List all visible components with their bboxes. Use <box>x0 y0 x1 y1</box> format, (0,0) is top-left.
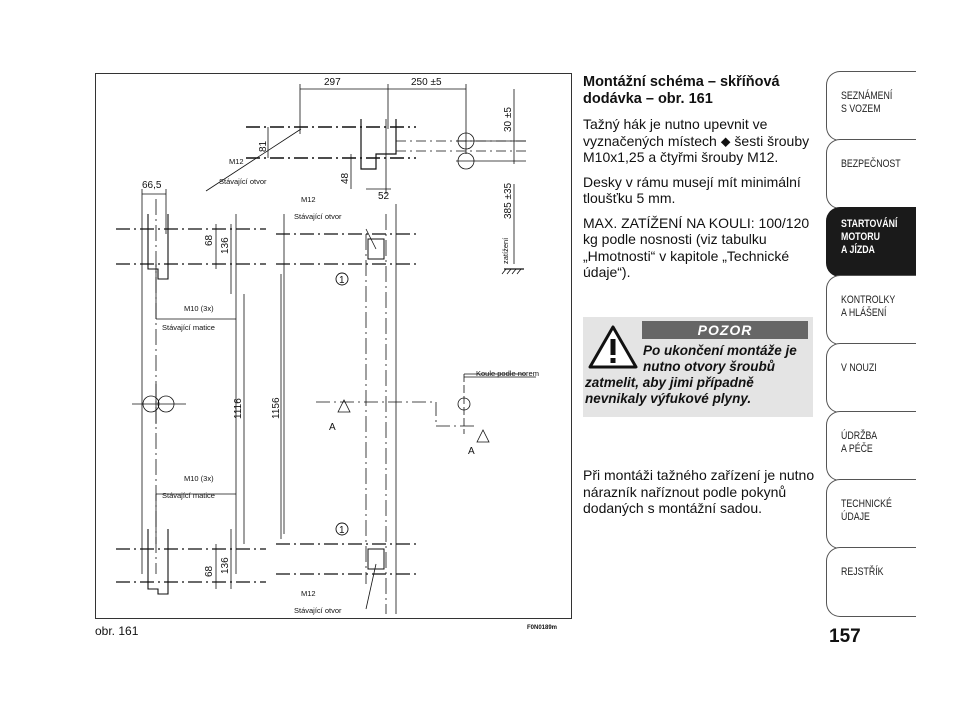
warning-line-2: nutno otvory šroubů <box>643 359 775 374</box>
label-m10-top: M10 (3x) <box>184 304 214 313</box>
figure-caption: obr. 161 <box>95 624 139 638</box>
dim-385: 385 ±35 <box>503 182 514 219</box>
warning-box: POZOR Po ukončení montáže je nutno otvor… <box>583 317 813 417</box>
tab-label: BEZPEČNOST <box>841 158 901 170</box>
warning-line-1: Po ukončení montáže je <box>643 343 797 358</box>
tab-technical-data[interactable]: TECHNICKÉ ÚDAJE <box>826 479 916 549</box>
tab-index[interactable]: REJSTŘÍK <box>826 547 916 617</box>
label-m12-bottom: M12 <box>301 589 316 598</box>
page-number: 157 <box>829 626 861 647</box>
label-m10-bottom: M10 (3x) <box>184 474 214 483</box>
dim-48: 48 <box>340 172 351 184</box>
label-existing-hole-bottom: Stávající otvor <box>294 606 342 615</box>
label-ball: Koule podle norem <box>476 369 539 378</box>
section-a-left: A <box>329 422 336 433</box>
label-existing-nut-bottom: Stávající matice <box>162 491 215 500</box>
label-m12-top: M12 <box>229 157 244 166</box>
label-existing-nut-top: Stávající matice <box>162 323 215 332</box>
paragraph-mounting: Tažný hák je nutno upevnit ve vyznačenýc… <box>583 116 810 165</box>
label-existing-hole-top: Stávající otvor <box>219 177 267 186</box>
dim-1116: 1116 <box>233 398 244 419</box>
dim-250: 250 ±5 <box>411 77 442 88</box>
tab-safety[interactable]: BEZPEČNOST <box>826 139 916 209</box>
dim-136-top: 136 <box>220 237 231 254</box>
content-column: Montážní schéma – skříňová dodávka – obr… <box>583 74 815 289</box>
mounting-diagram: 297 250 ±5 30 ±5 81 48 52 66,5 68 136 38… <box>95 73 572 619</box>
warning-line-3: zatmelit, aby jimi případně <box>585 375 754 390</box>
label-m12-mid: M12 <box>301 195 316 204</box>
tab-label: KONTROLKY A HLÁŠENÍ <box>841 294 896 319</box>
dim-136-bottom: 136 <box>220 557 231 574</box>
paragraph-max-load: MAX. ZATÍŽENÍ NA KOULI: 100/120 kg podle… <box>583 214 810 281</box>
tab-label: STARTOVÁNÍ MOTORU A JÍZDA <box>841 218 898 256</box>
warning-line-4: nevnikaly výfukové plyny. <box>585 391 752 406</box>
paragraph-thickness: Desky v rámu musejí mít minimální tloušť… <box>583 173 801 207</box>
dim-66-5: 66,5 <box>142 180 162 191</box>
tab-emergency[interactable]: V NOUZI <box>826 343 916 413</box>
section-a-right: A <box>468 446 475 457</box>
marker-1-bottom: 1 <box>339 525 345 536</box>
warning-text: Po ukončení montáže je nutno otvory šrou… <box>585 343 811 407</box>
tab-maintenance[interactable]: ÚDRŽBA A PÉČE <box>826 411 916 481</box>
tab-label: TECHNICKÉ ÚDAJE <box>841 498 892 523</box>
figure-code: F0N0189m <box>527 625 558 631</box>
tab-starting-driving[interactable]: STARTOVÁNÍ MOTORU A JÍZDA <box>826 207 916 277</box>
label-existing-hole-mid: Stávající otvor <box>294 212 342 221</box>
dim-52: 52 <box>378 191 390 202</box>
dim-297: 297 <box>324 77 341 88</box>
tab-introduction[interactable]: SEZNÁMENÍ S VOZEM <box>826 71 916 141</box>
tab-label: SEZNÁMENÍ S VOZEM <box>841 90 893 115</box>
tab-warning-lights[interactable]: KONTROLKY A HLÁŠENÍ <box>826 275 916 345</box>
tab-label: REJSTŘÍK <box>841 566 884 578</box>
bumper-note: Při montáži tažného zařízení je nutno ná… <box>583 467 815 516</box>
label-load: zatížení <box>501 237 510 264</box>
dim-81: 81 <box>258 140 269 152</box>
marker-1-top: 1 <box>339 275 345 286</box>
warning-badge: POZOR <box>642 321 808 339</box>
tab-label: ÚDRŽBA A PÉČE <box>841 430 878 455</box>
tab-label: V NOUZI <box>841 362 877 374</box>
mounting-diagram-drawing: 297 250 ±5 30 ±5 81 48 52 66,5 68 136 38… <box>116 77 539 615</box>
dim-68-bottom: 68 <box>204 565 215 577</box>
section-title: Montážní schéma – skříňová dodávka – obr… <box>583 74 780 107</box>
dim-30: 30 ±5 <box>503 107 514 132</box>
dim-1156: 1156 <box>271 397 282 419</box>
warning-triangle-icon <box>588 325 638 369</box>
dim-68-top: 68 <box>204 234 215 246</box>
